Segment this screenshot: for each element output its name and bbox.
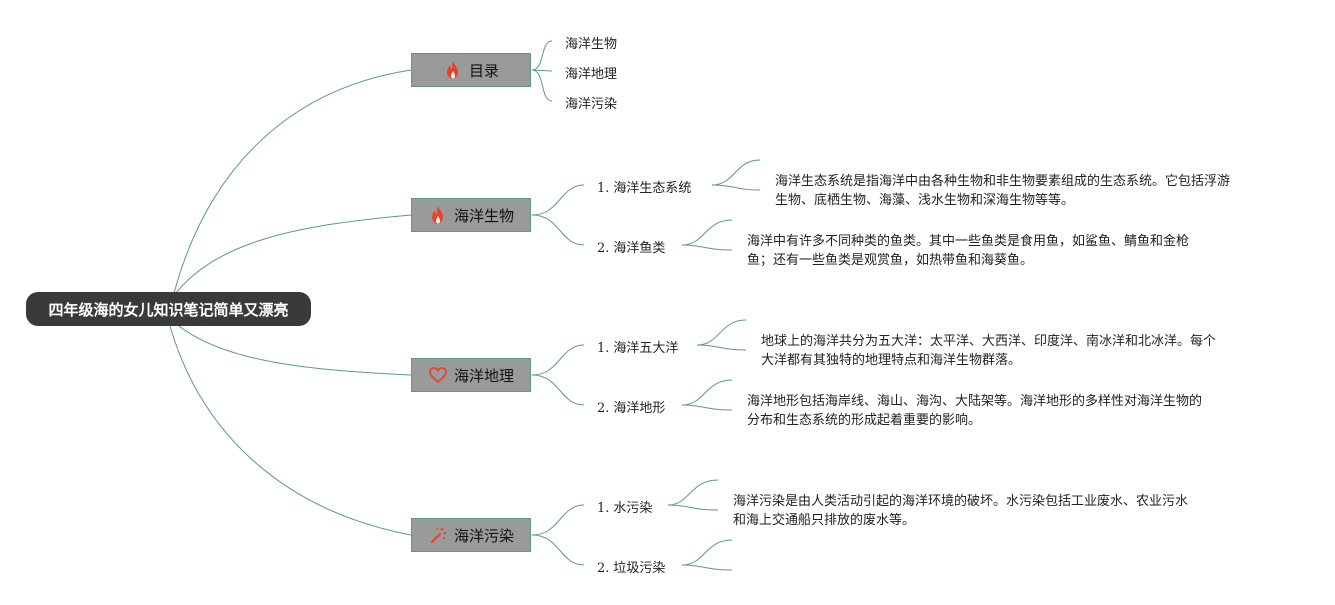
subtopic-ecosystem[interactable]: 1.海洋生态系统 [597, 177, 691, 196]
branch-marine-life[interactable]: 海洋生物 [411, 198, 531, 232]
subtopic-title: 海洋生态系统 [613, 181, 692, 196]
subtopic-terrain[interactable]: 2.海洋地形 [597, 397, 665, 416]
connector-root-to-catalog [169, 69, 412, 310]
subtopic-fish[interactable]: 2.海洋鱼类 [597, 237, 665, 256]
heart-icon [429, 367, 447, 384]
connector-pollution-sub-2 [531, 534, 585, 566]
connector-desc-2 [681, 219, 733, 251]
note-line: 分布和生态系统的形成起着重要的影响。 [747, 413, 982, 428]
note-five-oceans: 地球上的海洋共分为五大洋：太平洋、大西洋、印度洋、南冰洋和北冰洋。每个 大洋都有… [761, 332, 1216, 370]
subtopic-title: 海洋地形 [613, 401, 666, 416]
fire-icon [431, 206, 443, 224]
connector-geo-sub-2 [531, 374, 585, 406]
catalog-item-bio[interactable]: 海洋生物 [565, 37, 618, 52]
note-line: 海洋中有许多不同种类的鱼类。其中一些鱼类是食用鱼，如鲨鱼、鲭鱼和金枪 [747, 234, 1190, 249]
root-topic[interactable]: 四年级海的女儿知识笔记简单又漂亮 [26, 292, 311, 326]
connector-catalog-leaf-1 [531, 40, 553, 71]
note-line: 大洋都有其独特的地理特点和海洋生物群落。 [761, 353, 1022, 368]
subtopic-number: 2. [597, 561, 610, 576]
connector-desc-6 [681, 539, 733, 571]
branch-ocean-geography-label: 海洋地理 [453, 366, 514, 385]
connector-catalog-leaf-2 [531, 69, 553, 72]
subtopic-title: 海洋五大洋 [613, 341, 679, 356]
connector-pollution-sub-1 [531, 504, 585, 536]
connector-bio-sub-2 [531, 214, 585, 246]
note-fish: 海洋中有许多不同种类的鱼类。其中一些鱼类是食用鱼，如鲨鱼、鲭鱼和金枪 鱼；还有一… [747, 232, 1189, 270]
branch-ocean-geography[interactable]: 海洋地理 [411, 358, 531, 392]
wand-icon [430, 527, 447, 543]
connector-bio-sub-1 [531, 184, 585, 216]
connector-catalog-leaf-3 [531, 69, 553, 102]
connector-geo-sub-1 [531, 344, 585, 376]
note-water-pollution: 海洋污染是由人类活动引起的海洋环境的破坏。水污染包括工业废水、农业污水 和海上交… [733, 492, 1188, 530]
catalog-item-geo[interactable]: 海洋地理 [565, 67, 618, 82]
catalog-item-pollution[interactable]: 海洋污染 [565, 97, 618, 112]
subtopic-number: 2. [597, 401, 610, 416]
subtopic-number: 1. [597, 181, 610, 196]
subtopic-title: 水污染 [613, 501, 653, 516]
note-line: 海洋地形包括海岸线、海山、海沟、大陆架等。海洋地形的多样性对海洋生物的 [747, 394, 1203, 409]
branch-ocean-pollution[interactable]: 海洋污染 [411, 518, 531, 552]
connector-desc-4 [681, 379, 733, 411]
subtopic-title: 垃圾污染 [613, 561, 666, 576]
note-line: 地球上的海洋共分为五大洋：太平洋、大西洋、印度洋、南冰洋和北冰洋。每个 [761, 334, 1217, 349]
connector-root-to-geo [171, 319, 412, 376]
note-line: 海洋污染是由人类活动引起的海洋环境的破坏。水污染包括工业废水、农业污水 [733, 494, 1189, 509]
connector-root-to-pollution [169, 325, 412, 536]
note-line: 和海上交通船只排放的废水等。 [733, 513, 916, 528]
branch-marine-life-label: 海洋生物 [453, 206, 514, 225]
fire-icon [446, 61, 458, 79]
root-topic-label: 四年级海的女儿知识笔记简单又漂亮 [48, 300, 289, 319]
subtopic-five-oceans[interactable]: 1.海洋五大洋 [597, 337, 678, 356]
note-line: 海洋生态系统是指海洋中由各种生物和非生物要素组成的生态系统。它包括浮游 [775, 174, 1231, 189]
subtopic-number: 2. [597, 241, 610, 256]
connector-desc-1 [711, 159, 761, 191]
subtopic-title: 海洋鱼类 [613, 241, 666, 256]
subtopic-water-pollution[interactable]: 1.水污染 [597, 497, 652, 516]
subtopic-number: 1. [597, 501, 610, 516]
branch-catalog-label: 目录 [468, 61, 499, 80]
note-line: 鱼；还有一些鱼类是观赏鱼，如热带鱼和海葵鱼。 [747, 253, 1034, 268]
note-line: 生物、底栖生物、海藻、浅水生物和深海生物等等。 [775, 193, 1075, 208]
branch-ocean-pollution-label: 海洋污染 [453, 526, 514, 545]
connector-root-to-bio [171, 214, 412, 299]
subtopic-garbage-pollution[interactable]: 2.垃圾污染 [597, 557, 665, 576]
note-ecosystem: 海洋生态系统是指海洋中由各种生物和非生物要素组成的生态系统。它包括浮游 生物、底… [775, 172, 1230, 210]
branch-catalog[interactable]: 目录 [411, 53, 531, 87]
connector-desc-3 [696, 319, 747, 351]
subtopic-number: 1. [597, 341, 610, 356]
connector-desc-5 [667, 479, 719, 511]
note-terrain: 海洋地形包括海岸线、海山、海沟、大陆架等。海洋地形的多样性对海洋生物的 分布和生… [747, 392, 1202, 430]
